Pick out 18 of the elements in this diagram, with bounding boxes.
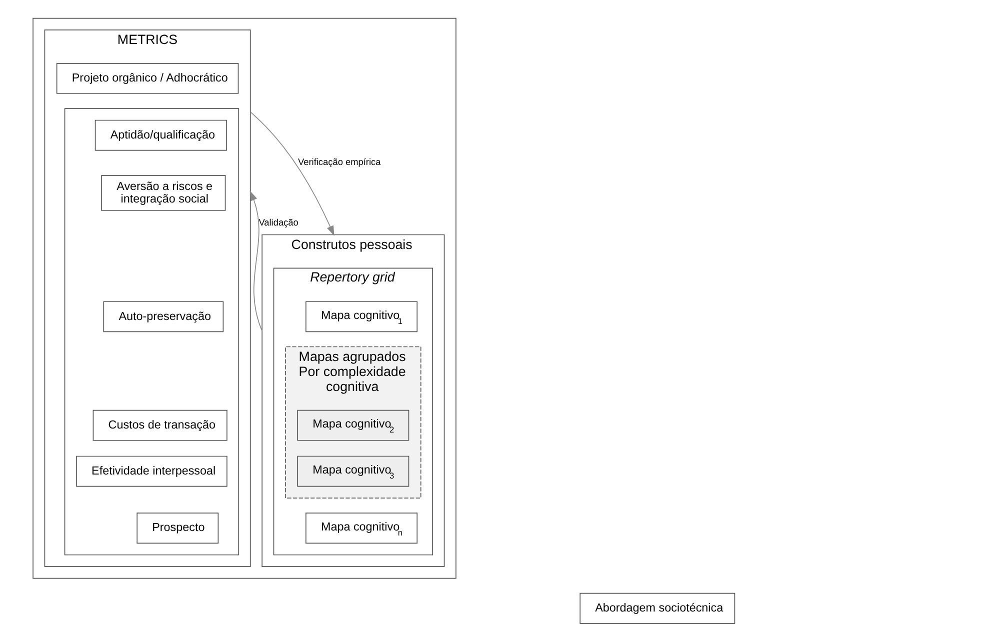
- node-box: Mapa cognitivo$_{2}$: [296, 410, 409, 441]
- edge-label: Verificação empírica: [297, 157, 380, 168]
- node-box: Auto-preservação: [102, 301, 224, 332]
- node-box: Aversão a riscos e integração social: [100, 175, 226, 211]
- arrow: [249, 190, 262, 332]
- node-box: Projeto orgânico / Adhocrático: [56, 62, 238, 94]
- node-box: Mapa cognitivo$_{3}$: [296, 456, 409, 487]
- node-box: Mapa cognitivo$_{1}$: [305, 301, 418, 332]
- node-box: Prospecto: [136, 512, 218, 544]
- edge-label: Validação: [258, 217, 298, 228]
- cluster: [32, 18, 456, 579]
- node-box: Aptidão/qualificação: [94, 120, 226, 151]
- node-box: Mapa cognitivo$_{n}$: [305, 512, 418, 544]
- cluster: [64, 108, 239, 556]
- node-box: Custos de transação: [92, 410, 227, 441]
- arrow: [249, 112, 334, 236]
- node-box: Efetividade interpessoal: [76, 456, 227, 487]
- node-box: Abordagem sociotécnica: [579, 592, 735, 624]
